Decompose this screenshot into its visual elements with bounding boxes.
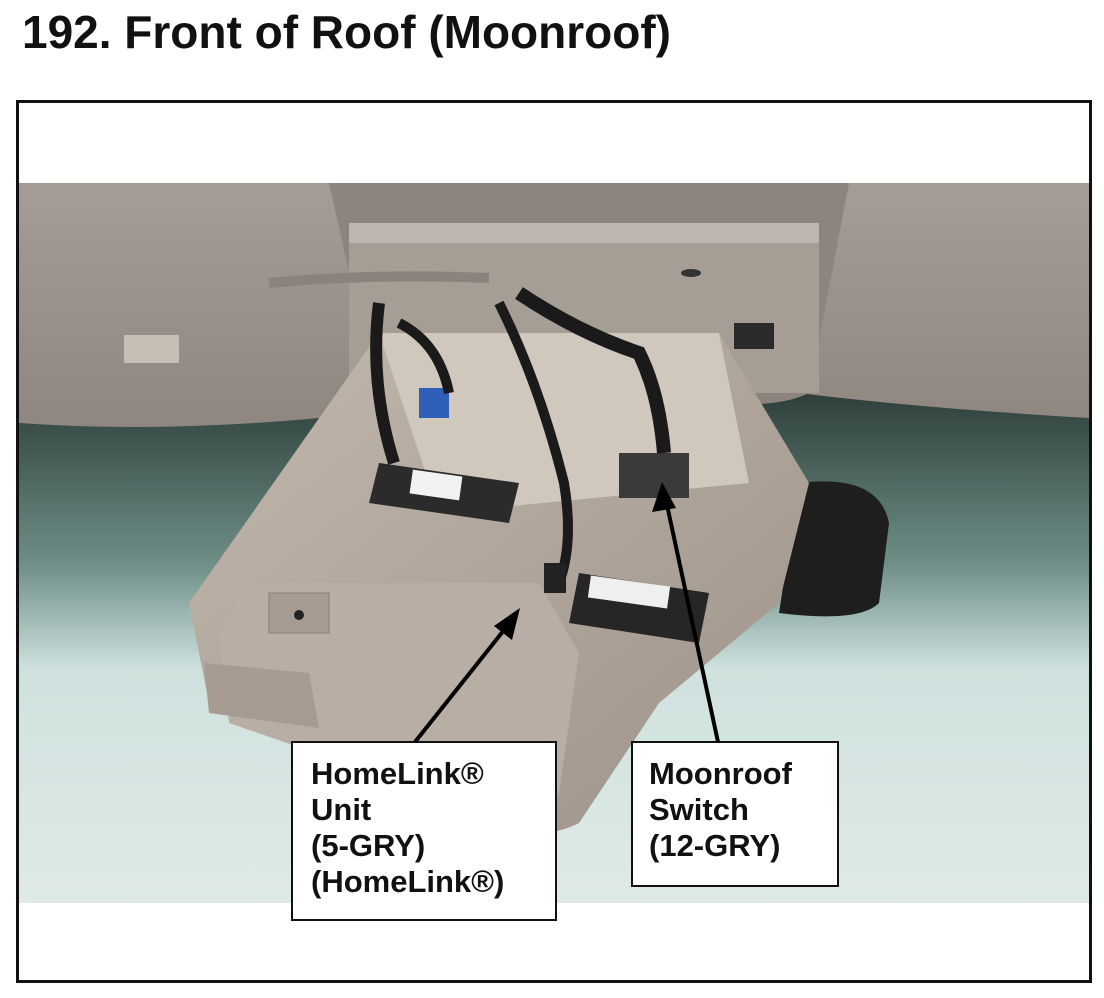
callout-homelink-line-1: HomeLink® [311, 756, 484, 791]
callout-moonroof-switch: Moonroof Switch (12-GRY) [631, 741, 839, 887]
callout-moonroof-line-1: Moonroof [649, 756, 792, 791]
callout-moonroof-line-2: Switch [649, 792, 749, 827]
callout-homelink-line-3: (5-GRY) [311, 828, 426, 863]
console-photo [19, 183, 1089, 903]
callout-moonroof-line-3: (12-GRY) [649, 828, 781, 863]
callout-homelink-line-2: Unit [311, 792, 372, 827]
page-title: 192. Front of Roof (Moonroof) [22, 6, 671, 58]
figure-frame [16, 100, 1092, 983]
callout-homelink: HomeLink® Unit (5-GRY) (HomeLink®) [291, 741, 557, 921]
callout-homelink-line-4: (HomeLink®) [311, 864, 505, 899]
